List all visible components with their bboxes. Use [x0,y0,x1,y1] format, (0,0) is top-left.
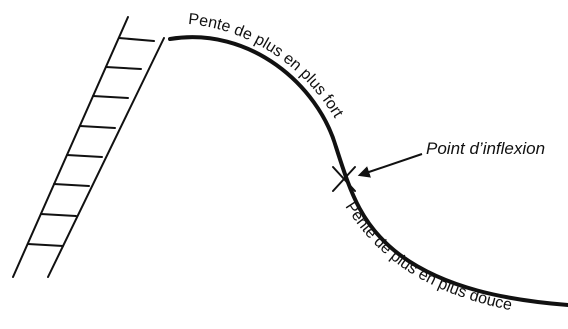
cross-marker-icon [332,166,356,192]
ladder-icon [12,16,165,278]
upper-slope-label: Pente de plus en plus forte [0,0,346,121]
ladder-rungs [27,37,155,247]
lower-slope-label: Pente de plus en plus douce [342,199,514,314]
ladder-left-rail [12,16,129,278]
arrow-icon [357,153,423,178]
inflection-point-label: Point d’inflexion [426,139,545,158]
ladder-right-rail [47,37,165,278]
slope-curve [168,35,568,307]
